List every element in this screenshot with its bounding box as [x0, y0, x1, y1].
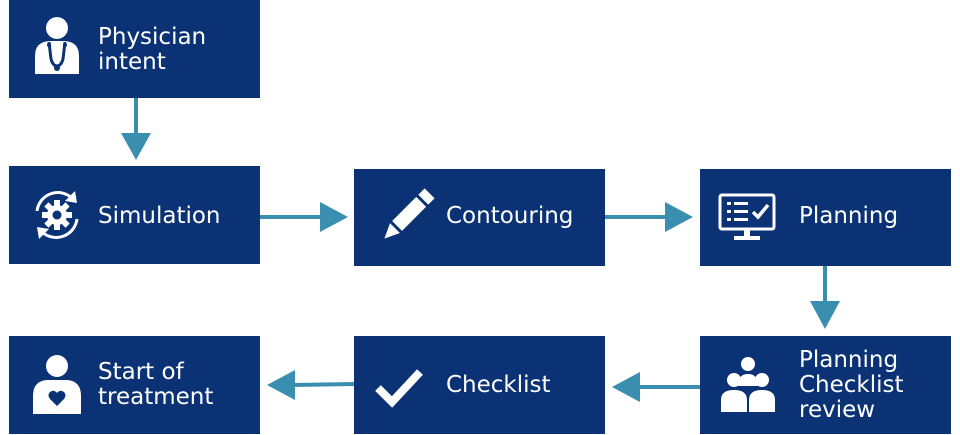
gear-cycle-icon [29, 187, 85, 243]
step-planning-checklist-review: Planning Checklist review [700, 336, 951, 434]
checkmark-icon [374, 368, 424, 408]
pencil-icon [378, 186, 436, 246]
step-checklist: Checklist [354, 336, 605, 434]
step-label: Physician intent [98, 24, 207, 75]
step-label: Contouring [446, 203, 574, 229]
arrow-physician-to-simulation [121, 98, 151, 160]
step-label: Simulation [98, 203, 221, 229]
step-label: Start of treatment [98, 359, 214, 410]
step-physician-intent: Physician intent [9, 0, 260, 98]
step-contouring: Contouring [354, 169, 605, 266]
arrow-checklist-to-start [267, 370, 356, 400]
arrow-planning-to-review [810, 266, 840, 329]
step-start-of-treatment: Start of treatment [9, 336, 260, 434]
patient-heart-icon [29, 352, 85, 416]
physician-icon [29, 14, 85, 76]
step-label: Planning [799, 203, 899, 229]
step-label: Checklist [446, 372, 551, 398]
arrow-contouring-to-planning [605, 202, 693, 232]
step-label: Planning Checklist review [799, 347, 904, 423]
step-simulation: Simulation [9, 166, 260, 264]
team-icon [718, 356, 778, 414]
arrow-review-to-checklist [612, 372, 700, 402]
step-planning: Planning [700, 169, 951, 266]
arrow-simulation-to-contouring [260, 202, 348, 232]
monitor-checklist-icon [718, 193, 776, 243]
